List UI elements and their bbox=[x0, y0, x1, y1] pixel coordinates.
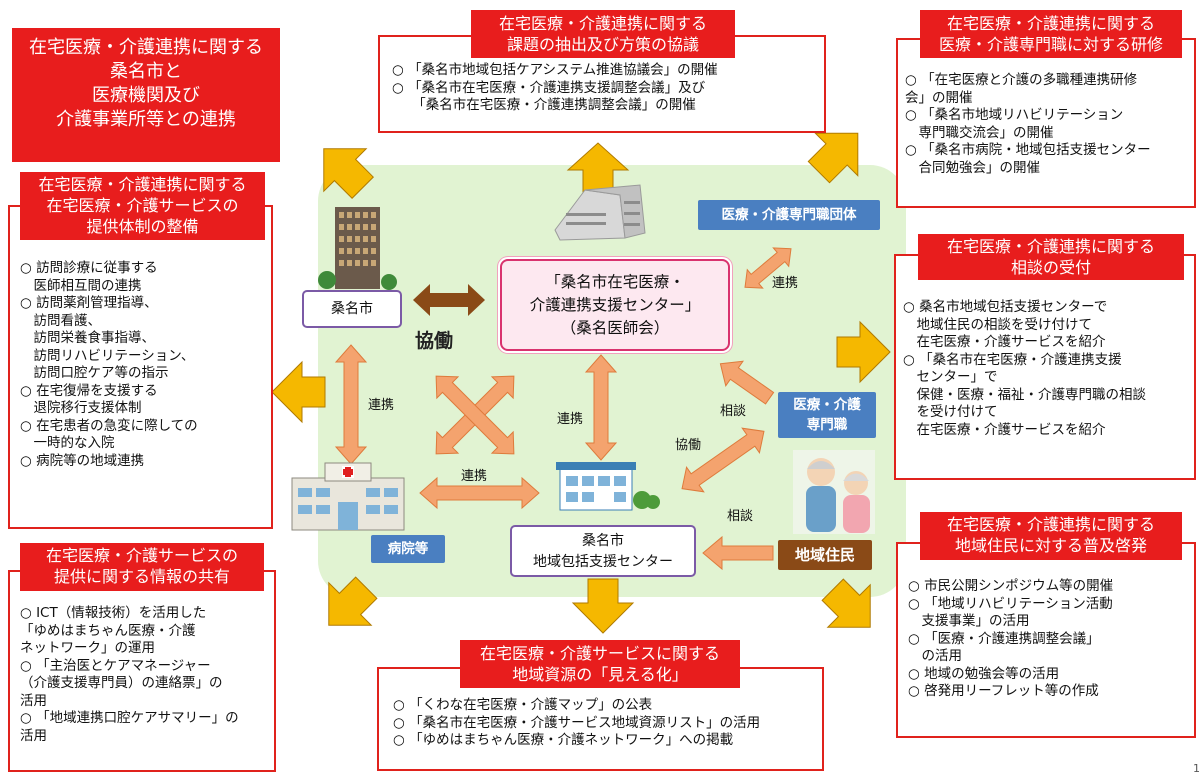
panel-right-middle-header: 在宅医療・介護連携に関する 相談の受付 bbox=[918, 234, 1184, 280]
panel-right-middle-items: ○ 桑名市地域包括支援センターで 地域住民の相談を受け付けて 在宅医療・介護サー… bbox=[903, 299, 1146, 438]
arrow-downleft bbox=[328, 576, 378, 626]
panel-top-center-items: ○ 「桑名市地域包括ケアシステム推進協議会」の開催 ○ 「桑名市在宅医療・介護連… bbox=[392, 62, 718, 113]
panel-top-center-header: 在宅医療・介護連携に関する 課題の抽出及び方策の協議 bbox=[471, 10, 735, 58]
elderly-couple-icon bbox=[793, 450, 875, 534]
arrow-cross-2 bbox=[435, 375, 515, 455]
label-renkei-city-hospital: 連携 bbox=[368, 398, 395, 413]
arrow-pro-center bbox=[681, 427, 765, 493]
panel-bottom-left-header: 在宅医療・介護サービスの 提供に関する情報の共有 bbox=[20, 543, 264, 591]
node-community-support-center: 桑名市 地域包括支援センター bbox=[510, 525, 696, 577]
node-medical-care-groups: 医療・介護専門職団体 bbox=[698, 200, 880, 230]
panel-bottom-right-items: ○ 市民公開シンポジウム等の開催 ○ 「地域リハビリテーション活動 支援事業」の… bbox=[908, 578, 1114, 699]
support-center-hub: 「桑名市在宅医療・ 介護連携支援センター」 （桑名医師会） bbox=[500, 259, 730, 351]
label-renkei-groups: 連携 bbox=[772, 276, 799, 291]
panel-top-right-header: 在宅医療・介護連携に関する 医療・介護専門職に対する研修 bbox=[920, 10, 1182, 58]
arrow-upleft bbox=[323, 148, 374, 199]
panel-left-middle-items: ○ 訪問診療に従事する 医師相互間の連携 ○ 訪問薬剤管理指導、 訪問看護、 訪… bbox=[20, 260, 198, 469]
label-renkei-cross: 連携 bbox=[461, 469, 488, 484]
medical-association-building-icon bbox=[554, 184, 646, 241]
label-sodan-center: 相談 bbox=[727, 509, 754, 524]
panel-top-left-header: 在宅医療・介護連携に関する 桑名市と 医療機関及び 介護事業所等との連携 bbox=[12, 28, 280, 162]
label-kyodo-city-hub: 協働 bbox=[415, 330, 454, 352]
city-hall-building-icon bbox=[318, 207, 397, 290]
panel-left-middle-header: 在宅医療・介護連携に関する 在宅医療・介護サービスの 提供体制の整備 bbox=[20, 172, 265, 240]
arrow-upright bbox=[807, 132, 859, 184]
arrow-right bbox=[836, 320, 891, 384]
panel-top-right-items: ○ 「在宅医療と介護の多職種連携研修 会」の開催 ○ 「桑名市地域リハビリテーシ… bbox=[905, 72, 1151, 176]
arrow-down bbox=[571, 578, 635, 634]
label-renkei-hub-center: 連携 bbox=[557, 412, 584, 427]
panel-bottom-left-items: ○ ICT（情報技術）を活用した 「ゆめはまちゃん医療・介護 ネットワーク」の運… bbox=[20, 605, 239, 744]
arrow-hospital-center bbox=[419, 476, 540, 510]
label-kyodo-pro-center: 協働 bbox=[675, 438, 702, 453]
arrow-downright bbox=[821, 578, 871, 628]
panel-bottom-center-header: 在宅医療・介護サービスに関する 地域資源の「見える化」 bbox=[460, 640, 740, 688]
node-professionals: 医療・介護 専門職 bbox=[778, 392, 876, 438]
arrow-city-hospital bbox=[334, 344, 368, 465]
page-number: 1 bbox=[1193, 762, 1200, 775]
panel-left-middle bbox=[8, 205, 273, 529]
panel-bottom-right-header: 在宅医療・介護連携に関する 地域住民に対する普及啓発 bbox=[920, 512, 1182, 560]
arrow-city-hub bbox=[413, 284, 485, 316]
support-center-building-icon bbox=[556, 462, 660, 511]
arrow-pro-hub bbox=[719, 360, 775, 405]
arrow-hub-center bbox=[584, 354, 618, 461]
panel-bottom-center-items: ○ 「くわな在宅医療・介護マップ」の公表 ○ 「桑名市在宅医療・介護サービス地域… bbox=[393, 697, 761, 748]
hospital-building-icon bbox=[291, 462, 405, 531]
node-local-residents: 地域住民 bbox=[778, 540, 872, 570]
arrow-left bbox=[271, 360, 326, 424]
arrow-hub-groups bbox=[744, 247, 792, 289]
label-sodan-hub: 相談 bbox=[720, 404, 747, 419]
arrow-residents-center bbox=[702, 535, 774, 571]
node-hospital: 病院等 bbox=[371, 535, 445, 563]
panel-bottom-right bbox=[896, 542, 1196, 738]
node-kuwana-city: 桑名市 bbox=[302, 290, 402, 328]
panel-right-middle bbox=[894, 254, 1196, 480]
